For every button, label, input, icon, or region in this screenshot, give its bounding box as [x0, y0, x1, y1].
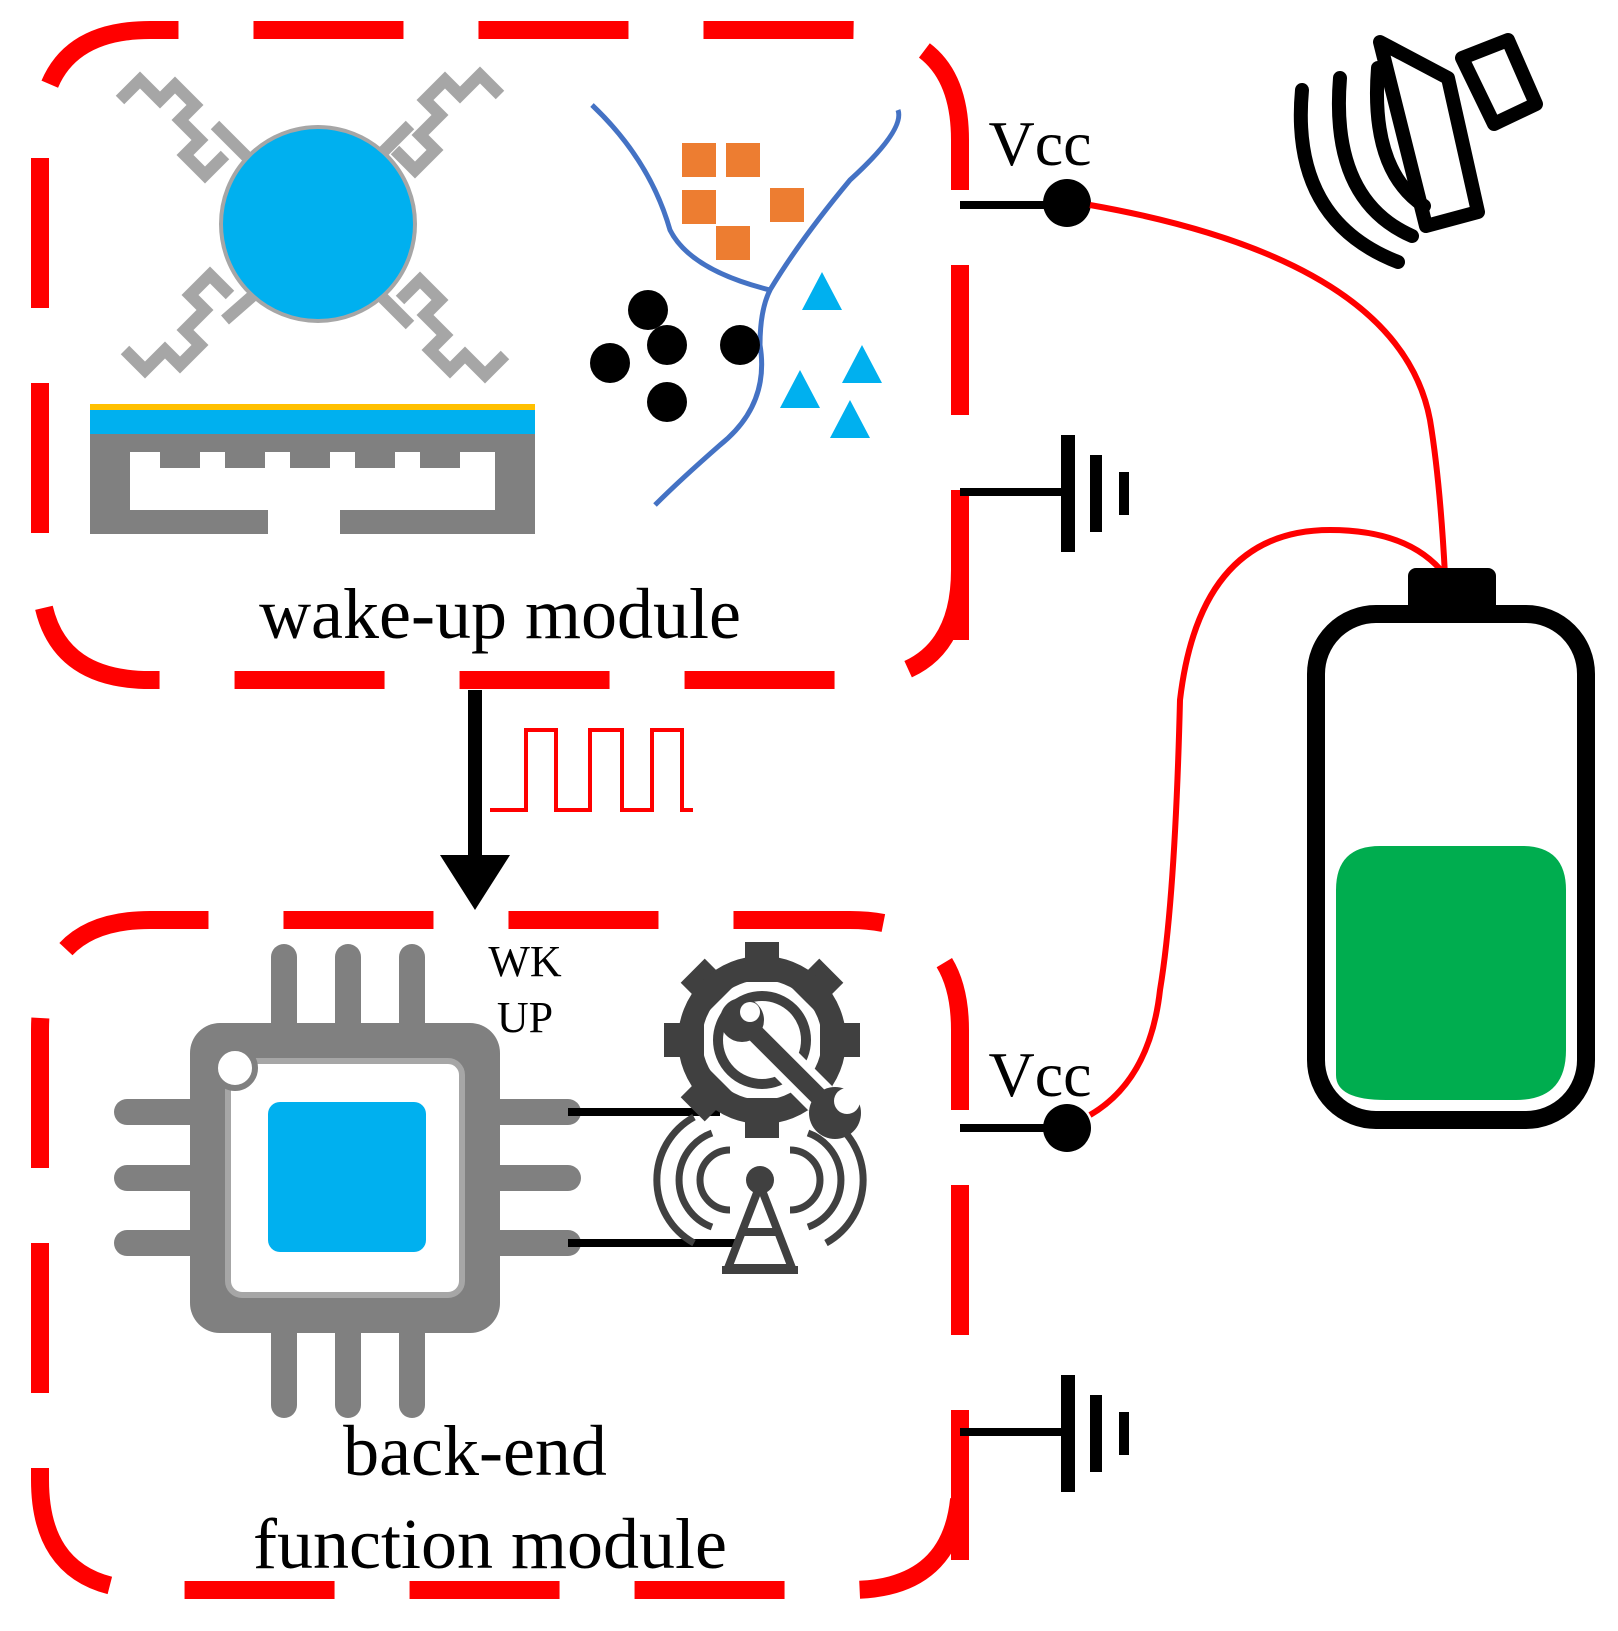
pulse-signal-icon [490, 728, 693, 812]
vcc-bottom-node [1043, 1104, 1091, 1152]
battery-icon [1307, 568, 1595, 1129]
membrane-sensor-icon [90, 404, 535, 534]
back-end-module-border [31, 911, 969, 1599]
vcc-top-node [1043, 179, 1091, 227]
speaker-icon [1293, 33, 1543, 269]
wake-up-module: wake-up module [31, 21, 969, 689]
power-wire-top [1089, 202, 1448, 576]
wkup-label-line2: UP [497, 993, 553, 1042]
wkup-label-line1: WK [488, 937, 562, 986]
back-end-label-line2: function module [253, 1504, 727, 1584]
back-end-function-module: WK UP [31, 911, 969, 1599]
power-wire-bottom [1088, 526, 1448, 1118]
gear-wrench-icon [664, 942, 861, 1139]
accelerometer-icon [115, 66, 510, 384]
battery-charge-level [1336, 846, 1566, 1100]
ground-icon-bottom [960, 1375, 1129, 1492]
antenna-icon [653, 1113, 867, 1274]
vcc-bottom-label: Vcc [988, 1039, 1091, 1110]
back-end-label-line1: back-end [343, 1411, 607, 1491]
wake-up-module-label: wake-up module [259, 574, 741, 654]
vcc-top-label: Vcc [988, 108, 1091, 179]
microcontroller-chip-icon [114, 944, 581, 1418]
top-power-connector: Vcc [960, 108, 1092, 227]
wake-up-signal-arrow [440, 690, 510, 910]
particle-filter-icon [590, 103, 902, 507]
bottom-power-connector: Vcc [960, 1039, 1092, 1152]
ground-icon [960, 435, 1129, 552]
